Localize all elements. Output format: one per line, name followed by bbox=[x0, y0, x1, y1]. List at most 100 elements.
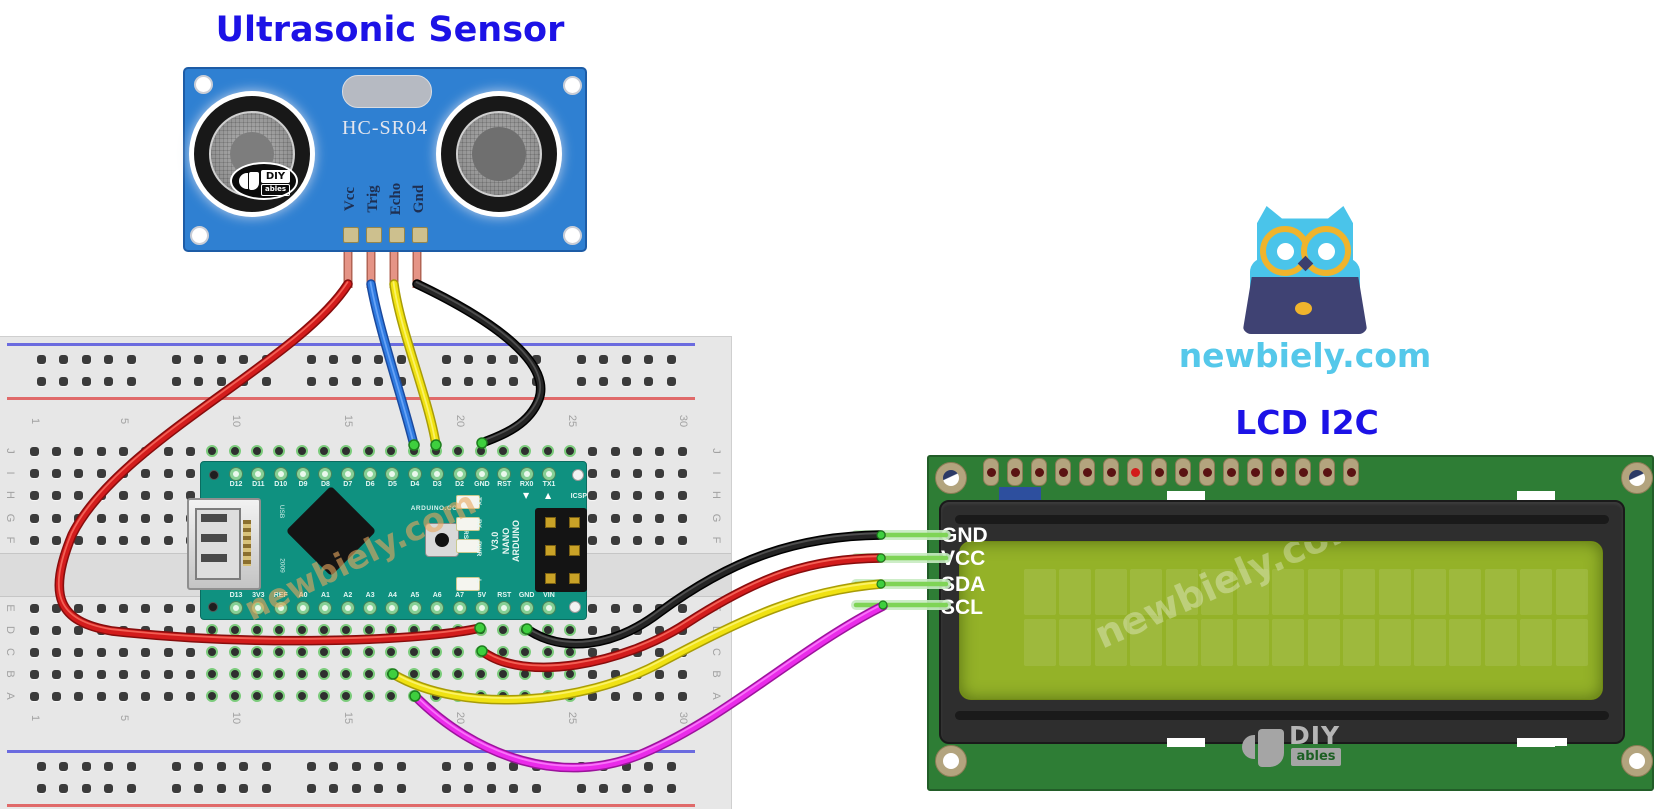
row-label: H bbox=[710, 491, 722, 499]
breadboard-hole-green bbox=[318, 667, 331, 680]
wire-end-dot bbox=[878, 600, 888, 610]
lcd-header-pin-hole bbox=[1322, 468, 1332, 477]
breadboard-hole-green bbox=[362, 645, 375, 658]
arduino-pin-hole bbox=[541, 467, 556, 481]
arduino-pin-hole-center bbox=[411, 471, 418, 477]
arduino-pin-hole bbox=[363, 601, 378, 615]
breadboard-hole bbox=[51, 446, 61, 456]
arduino-pin-hole bbox=[452, 467, 467, 481]
lcd-char-cell bbox=[1272, 569, 1305, 615]
breadboard-hole-green bbox=[385, 689, 398, 702]
lcd-mount-hole bbox=[935, 462, 967, 494]
lcd-header-pin bbox=[1055, 458, 1071, 486]
breadboard-hole bbox=[633, 490, 643, 500]
led-label: PWR bbox=[475, 541, 482, 557]
breadboard-hole-green bbox=[340, 623, 353, 636]
breadboard-hole bbox=[666, 761, 676, 771]
breadboard-hole-green bbox=[407, 623, 420, 636]
arduino-pin-hole bbox=[273, 467, 288, 481]
breadboard-hole bbox=[610, 513, 620, 523]
breadboard-hole bbox=[464, 783, 473, 793]
row-label: J bbox=[4, 448, 16, 454]
lcd-header-pin-hole bbox=[1106, 468, 1116, 477]
breadboard-hole bbox=[74, 647, 84, 657]
lcd-header-pin bbox=[983, 458, 999, 486]
breadboard-hole bbox=[329, 783, 338, 793]
breadboard-hole bbox=[141, 603, 151, 613]
breadboard-hole bbox=[374, 354, 383, 364]
breadboard-hole bbox=[74, 669, 84, 679]
lcd-char-cell bbox=[1307, 619, 1340, 666]
lcd-header-pin-hole bbox=[1010, 468, 1020, 477]
breadboard-hole-green bbox=[452, 667, 465, 680]
breadboard-hole bbox=[329, 354, 338, 364]
power-rail-line bbox=[7, 397, 695, 400]
breadboard-hole-green bbox=[228, 444, 241, 457]
arduino-pin-hole bbox=[363, 467, 378, 481]
arduino-pin-hole-center bbox=[389, 471, 396, 477]
breadboard-hole-green bbox=[228, 645, 241, 658]
breadboard-hole-green bbox=[429, 444, 442, 457]
arduino-pin-hole bbox=[296, 467, 311, 481]
breadboard-hole bbox=[633, 691, 643, 701]
lcd-char-cell bbox=[1130, 619, 1163, 666]
breadboard-hole bbox=[29, 535, 39, 545]
lcd-mount-hole bbox=[1621, 745, 1653, 777]
lcd-header-pin-hole bbox=[1154, 468, 1164, 477]
breadboard-hole bbox=[59, 761, 68, 771]
icsp-pin bbox=[545, 573, 556, 584]
breadboard-hole-green bbox=[496, 645, 509, 658]
breadboard-hole bbox=[677, 625, 687, 635]
breadboard-hole bbox=[374, 761, 383, 771]
arduino-pin-hole-center bbox=[411, 605, 418, 611]
lcd-char-cell bbox=[1024, 619, 1056, 666]
arduino-pin-hole-center bbox=[523, 471, 530, 477]
arduino-pin-hole bbox=[407, 467, 422, 481]
breadboard-hole bbox=[576, 354, 586, 364]
lcd-pin-label: SDA bbox=[941, 573, 986, 596]
wire-end-dot bbox=[876, 553, 886, 563]
arduino-pin-label: D12 bbox=[229, 481, 243, 488]
breadboard-hole bbox=[126, 761, 136, 771]
breadboard-hole bbox=[29, 603, 39, 613]
breadboard-hole-green bbox=[519, 645, 532, 658]
arduino-pin-hole bbox=[430, 467, 445, 481]
sensor-pin-label: Vcc bbox=[342, 186, 358, 212]
lcd-header-pin-hole bbox=[1226, 468, 1236, 477]
breadboard-hole bbox=[396, 376, 406, 386]
column-label: 20 bbox=[453, 711, 466, 725]
breadboard-hole-green bbox=[429, 667, 442, 680]
breadboard-hole bbox=[74, 468, 84, 478]
breadboard-hole bbox=[51, 490, 61, 500]
breadboard-hole bbox=[261, 783, 271, 793]
arduino-pin-hole-center bbox=[277, 471, 284, 477]
row-label: A bbox=[710, 692, 722, 700]
breadboard-hole bbox=[118, 513, 128, 523]
breadboard-hole-green bbox=[362, 667, 375, 680]
breadboard-hole-green bbox=[429, 689, 442, 702]
breadboard-hole bbox=[599, 761, 608, 771]
arduino-mount-hole bbox=[569, 601, 581, 613]
lcd-header-pin-hole bbox=[1298, 468, 1308, 477]
lcd-char-cell bbox=[1555, 569, 1588, 615]
brand-site-text: newbiely.com bbox=[1178, 336, 1432, 375]
breadboard-hole-green bbox=[385, 623, 398, 636]
column-label: 15 bbox=[341, 414, 354, 428]
lcd-char-cell bbox=[1520, 619, 1553, 666]
breadboard-hole bbox=[351, 376, 361, 386]
breadboard-hole-green bbox=[318, 645, 331, 658]
owl-eye bbox=[1318, 243, 1335, 260]
breadboard-hole bbox=[141, 691, 151, 701]
breadboard-hole bbox=[599, 376, 608, 386]
column-label: 25 bbox=[565, 711, 578, 725]
arduino-pin-hole-center bbox=[545, 471, 552, 477]
lcd-mount-hole-center bbox=[943, 470, 959, 486]
arduino-pin-label: A2 bbox=[343, 592, 353, 599]
arduino-pin-hole bbox=[385, 467, 400, 481]
breadboard-hole bbox=[374, 376, 383, 386]
arduino-pin-hole bbox=[519, 601, 534, 615]
row-label: E bbox=[710, 604, 722, 612]
arduino-pin-label: TX1 bbox=[542, 481, 556, 488]
breadboard-hole bbox=[126, 376, 136, 386]
breadboard-hole-green bbox=[295, 667, 308, 680]
